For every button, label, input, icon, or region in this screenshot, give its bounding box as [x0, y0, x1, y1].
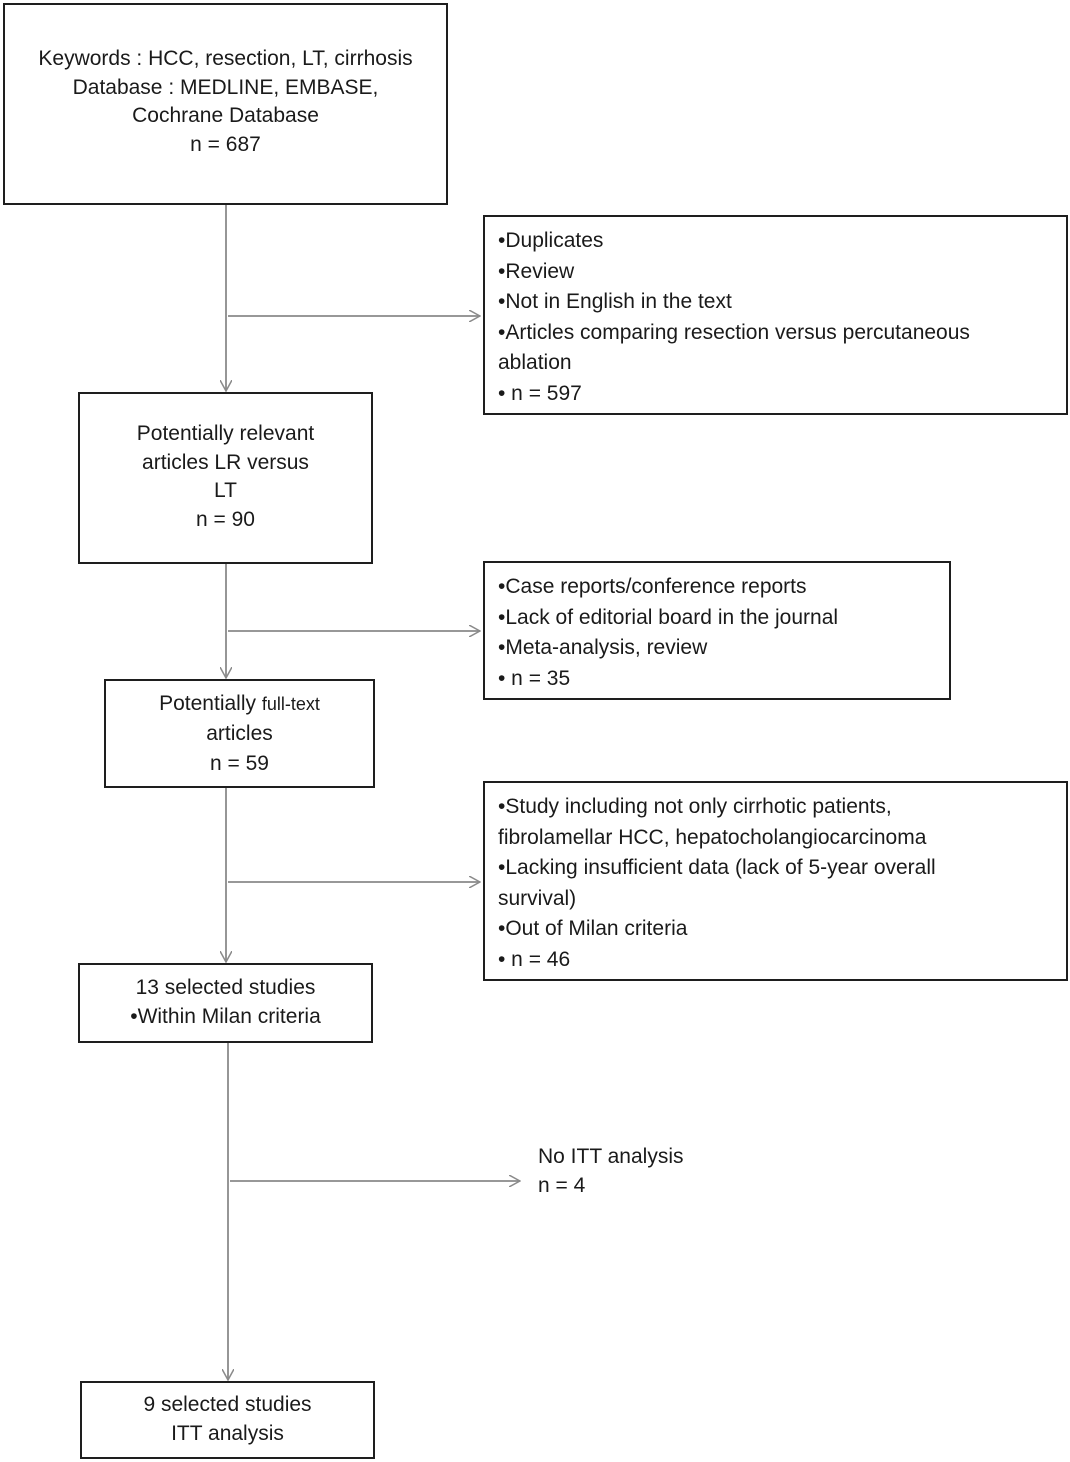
full-text-articles-count: n = 59	[210, 751, 269, 775]
exclusion-1-item: •Not in English in the text	[498, 290, 732, 313]
relevant-articles-text: Potentially relevant	[136, 422, 315, 445]
exclusion-3-item: •Out of Milan criteria	[498, 917, 688, 940]
exclusion-box-3: •Study including not only cirrhotic pati…	[483, 781, 1068, 981]
milan-studies-box: 13 selected studies •Within Milan criter…	[78, 963, 373, 1043]
search-box: Keywords : HCC, resection, LT, cirrhosis…	[3, 3, 448, 205]
exclusion-1-item: •Articles comparing resection versus per…	[498, 320, 970, 344]
relevant-articles-box: Potentially relevant articles LR versus …	[78, 392, 373, 564]
exclusion-box-2: •Case reports/conference reports •Lack o…	[483, 561, 951, 700]
exclusion-3-item: survival)	[498, 886, 577, 910]
search-databases: Database : MEDLINE, EMBASE,	[72, 75, 379, 99]
exclusion-4-item: No ITT analysis	[538, 1145, 684, 1168]
exclusion-3-item: fibrolamellar HCC, hepatocholangiocarcin…	[498, 825, 927, 849]
exclusion-2-count: • n = 35	[498, 666, 571, 690]
search-databases-cont: Cochrane Database	[132, 104, 319, 127]
relevant-articles-count: n = 90	[196, 507, 255, 531]
exclusion-1-item: ablation	[498, 351, 572, 374]
itt-studies-subtitle: ITT analysis	[171, 1422, 284, 1445]
search-keywords: Keywords : HCC, resection, LT, cirrhosis	[38, 47, 413, 70]
exclusion-3-count: • n = 46	[498, 947, 571, 971]
exclusion-2-item: •Meta-analysis, review	[498, 636, 708, 659]
full-text-articles-text: articles	[206, 721, 273, 745]
exclusion-2-item: •Case reports/conference reports	[498, 575, 807, 598]
exclusion-3-item: •Lacking insufficient data (lack of 5-ye…	[498, 856, 936, 879]
full-text-articles-title: Potentially full-text	[159, 691, 320, 715]
relevant-articles-text: articles LR versus	[142, 450, 309, 474]
exclusion-4-text: No ITT analysis n = 4	[538, 1142, 684, 1200]
exclusion-3-item: •Study including not only cirrhotic pati…	[498, 795, 892, 818]
exclusion-1-item: •Duplicates	[498, 229, 604, 252]
milan-studies-criteria: •Within Milan criteria	[130, 1004, 321, 1028]
exclusion-box-1: •Duplicates •Review •Not in English in t…	[483, 215, 1068, 415]
exclusion-4-count: n = 4	[538, 1174, 586, 1197]
itt-studies-box: 9 selected studies ITT analysis	[80, 1381, 375, 1459]
exclusion-1-item: •Review	[498, 259, 575, 283]
relevant-articles-text: LT	[214, 479, 237, 502]
full-text-articles-box: Potentially full-text articles n = 59	[104, 679, 375, 788]
exclusion-2-item: •Lack of editorial board in the journal	[498, 605, 839, 629]
milan-studies-title: 13 selected studies	[135, 975, 316, 999]
search-count: n = 687	[190, 132, 261, 156]
exclusion-1-count: • n = 597	[498, 381, 582, 405]
itt-studies-title: 9 selected studies	[143, 1393, 312, 1416]
